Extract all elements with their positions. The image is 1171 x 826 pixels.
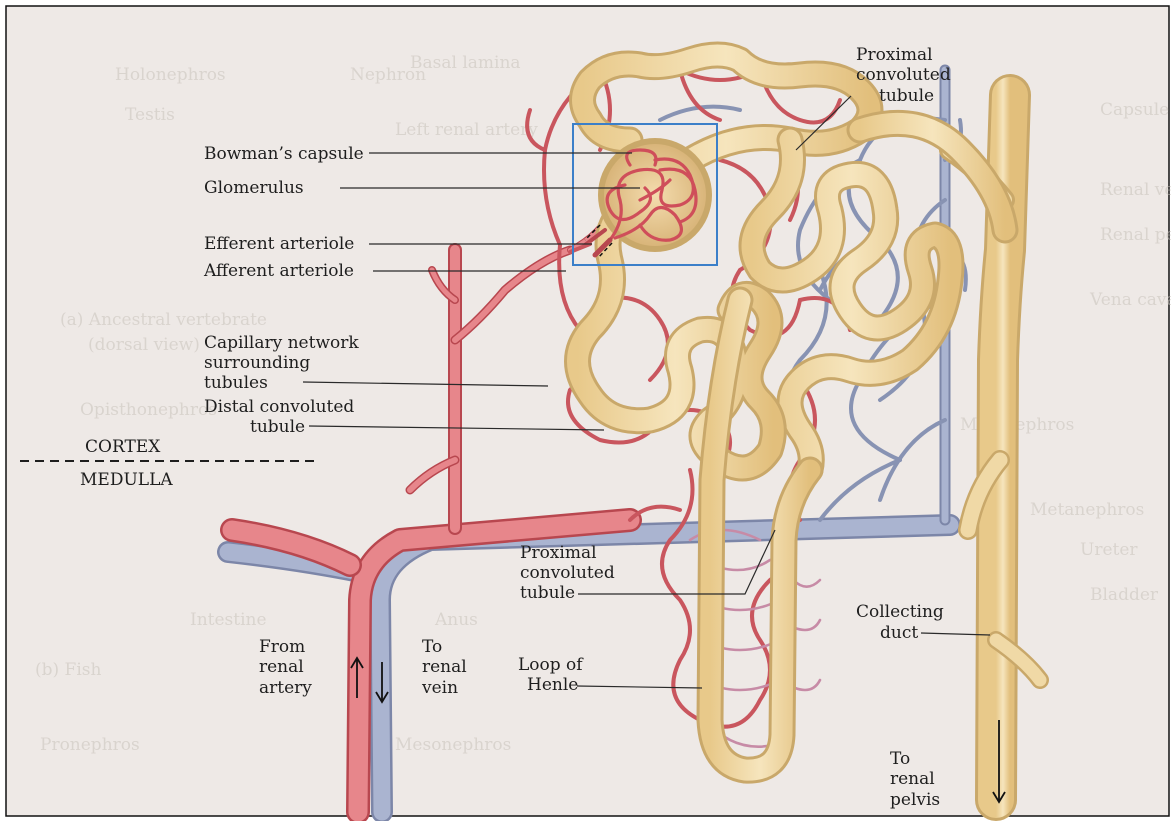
svg-text:Holonephros: Holonephros bbox=[115, 65, 226, 85]
capillary-network-label-line2: surrounding bbox=[204, 353, 310, 373]
svg-text:Vena cava: Vena cava bbox=[1089, 290, 1171, 310]
capillary-network-label-line3: tubules bbox=[204, 373, 268, 393]
bowmans-capsule-label: Bowman’s capsule bbox=[204, 144, 364, 164]
svg-text:Ureter: Ureter bbox=[1080, 540, 1138, 560]
svg-text:Metanephros: Metanephros bbox=[1030, 500, 1144, 520]
svg-text:Capsule: Capsule bbox=[1100, 100, 1169, 120]
svg-text:Bladder: Bladder bbox=[1090, 585, 1159, 605]
distal-tubule-label-line1: Distal convoluted bbox=[204, 397, 354, 417]
svg-text:Testis: Testis bbox=[125, 105, 175, 125]
from-renal-artery-label-line2: renal bbox=[259, 657, 304, 677]
cortex-label: CORTEX bbox=[85, 437, 161, 457]
svg-text:(dorsal view): (dorsal view) bbox=[88, 335, 200, 355]
svg-text:Anus: Anus bbox=[434, 610, 478, 630]
loop-of-henle-label-line2: Henle bbox=[527, 675, 578, 695]
proximal-tubule-mid-label-line1: Proximal bbox=[520, 543, 597, 563]
proximal-tubule-top-label-line2: convoluted bbox=[856, 65, 951, 85]
proximal-tubule-top-label-line3: tubule bbox=[879, 86, 934, 106]
to-renal-pelvis-label-line2: renal bbox=[890, 769, 935, 789]
to-renal-vein-label-line3: vein bbox=[421, 678, 458, 698]
capillary-network-label-line1: Capillary network bbox=[204, 333, 359, 353]
medulla-label: MEDULLA bbox=[80, 470, 173, 490]
from-renal-artery-label-line3: artery bbox=[259, 678, 312, 698]
svg-text:Renal pelvis: Renal pelvis bbox=[1100, 225, 1171, 245]
to-renal-pelvis-label-line3: pelvis bbox=[890, 790, 940, 810]
svg-text:(a) Ancestral vertebrate: (a) Ancestral vertebrate bbox=[60, 310, 267, 330]
svg-text:Intestine: Intestine bbox=[190, 610, 267, 630]
to-renal-vein-label-line1: To bbox=[422, 637, 442, 657]
efferent-arteriole-label: Efferent arteriole bbox=[204, 234, 354, 254]
glomerulus-label: Glomerulus bbox=[204, 178, 304, 198]
svg-text:Opisthonephros: Opisthonephros bbox=[80, 400, 217, 420]
from-renal-artery-label-line1: From bbox=[259, 637, 305, 657]
collecting-duct-label-line1: Collecting bbox=[856, 602, 944, 622]
svg-text:Mesonephros: Mesonephros bbox=[395, 735, 511, 755]
svg-text:Pronephros: Pronephros bbox=[40, 735, 140, 755]
to-renal-vein-label-line2: renal bbox=[422, 657, 467, 677]
svg-text:Renal vein: Renal vein bbox=[1100, 180, 1171, 200]
proximal-tubule-mid-label-line2: convoluted bbox=[520, 563, 615, 583]
proximal-tubule-mid-label-line3: tubule bbox=[520, 583, 575, 603]
collecting-duct-label-line2: duct bbox=[880, 623, 918, 643]
distal-tubule-label-line2: tubule bbox=[250, 417, 305, 437]
svg-text:Basal lamina: Basal lamina bbox=[410, 53, 521, 73]
afferent-arteriole-label: Afferent arteriole bbox=[203, 261, 354, 281]
proximal-tubule-top-label-line1: Proximal bbox=[856, 45, 933, 65]
svg-text:Left renal artery: Left renal artery bbox=[395, 120, 538, 140]
svg-text:(b) Fish: (b) Fish bbox=[35, 660, 102, 680]
loop-of-henle-label-line1: Loop of bbox=[518, 655, 584, 675]
to-renal-pelvis-label-line1: To bbox=[890, 749, 910, 769]
